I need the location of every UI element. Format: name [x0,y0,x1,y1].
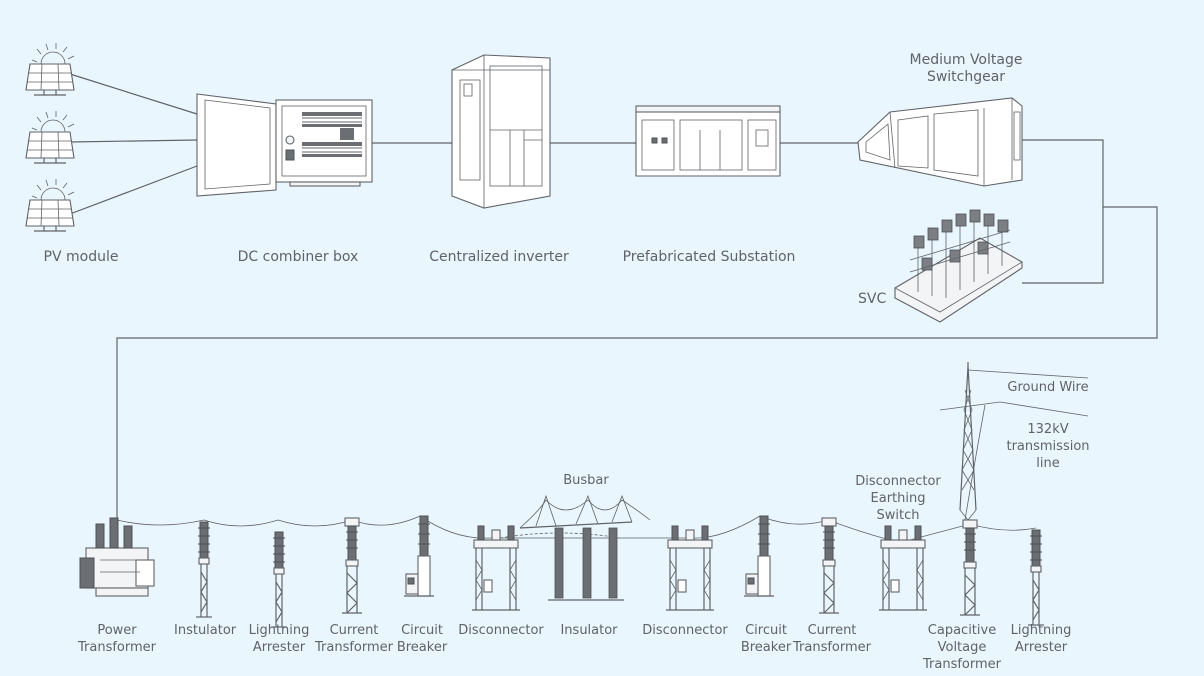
label-line: Breaker [396,640,448,655]
label-busbar: Busbar [563,473,609,488]
label-svc: SVC [858,291,887,307]
busbar-structure-icon [519,494,651,601]
label-centralized-inverter: Centralized inverter [429,249,569,265]
svc-icon [894,209,1023,323]
label-mv-switchgear-line1: Medium Voltage [909,52,1023,68]
label-disconnector-earthing-switch: Disconnector Earthing Switch [848,473,948,524]
label-line: Current [329,623,379,638]
top-connection-lines [69,73,1158,518]
label-line: Transformer [77,640,156,655]
label-des-line3: Switch [876,508,920,523]
label-line: Transformer [314,640,393,655]
label-lightning-arrester-2: Lightning Arrester [1006,622,1076,656]
label-line: Capacitive [927,623,997,638]
label-dc-combiner-box: DC combiner box [237,249,359,265]
label-current-transformer-1: Current Transformer [314,622,394,656]
label-circuit-breaker-1: Circuit Breaker [394,622,450,656]
prefabricated-substation-icon [635,105,781,177]
label-line: Breaker [740,640,792,655]
label-line: Lightning [248,623,310,638]
label-line: Insulator [560,623,618,638]
label-line: Arrester [252,640,306,655]
label-line: Disconnector [458,623,544,638]
label-des-line2: Earthing [870,491,926,506]
label-line: Circuit [745,623,787,638]
label-transmission-line-1: 132kV [1027,422,1069,437]
label-transmission-line: 132kV transmission line [1000,421,1096,472]
bottom-equipment [195,515,1045,628]
label-instulator: Instulator [174,622,236,639]
label-lightning-arrester-1: Lightning Arrester [244,622,314,656]
label-line: Current [807,623,857,638]
label-current-transformer-2: Current Transformer [792,622,872,656]
label-line: Disconnector [642,623,728,638]
label-line: Circuit [401,623,443,638]
label-transmission-line-3: line [1036,456,1060,471]
label-power-transformer: Power Transformer [76,622,158,656]
mv-switchgear-icon [857,97,1023,187]
label-insulator: Insulator [556,622,622,639]
label-des-line1: Disconnector [855,474,941,489]
label-disconnector-1: Disconnector [456,622,546,639]
label-line: Arrester [1014,640,1068,655]
centralized-inverter-icon [451,54,551,209]
label-line: Transformer [792,640,871,655]
label-mv-switchgear: Medium Voltage Switchgear [896,52,1036,86]
label-line: Voltage [937,640,987,655]
label-line: Transformer [922,657,1001,672]
label-transmission-line-2: transmission [1006,439,1090,454]
label-capacitive-voltage-transformer: Capacitive Voltage Transformer [922,622,1002,673]
pv-module-icons [25,42,75,232]
label-line: Instulator [174,623,237,638]
label-prefabricated-substation: Prefabricated Substation [622,249,796,265]
dc-combiner-box-icon [196,93,373,197]
label-circuit-breaker-2: Circuit Breaker [738,622,794,656]
label-disconnector-2: Disconnector [640,622,730,639]
power-transformer-icon [79,517,155,597]
label-line: Power [97,623,137,638]
label-ground-wire: Ground Wire [1007,380,1089,395]
label-line: Lightning [1010,623,1072,638]
label-mv-switchgear-line2: Switchgear [926,69,1006,85]
label-pv-module: PV module [43,249,119,265]
